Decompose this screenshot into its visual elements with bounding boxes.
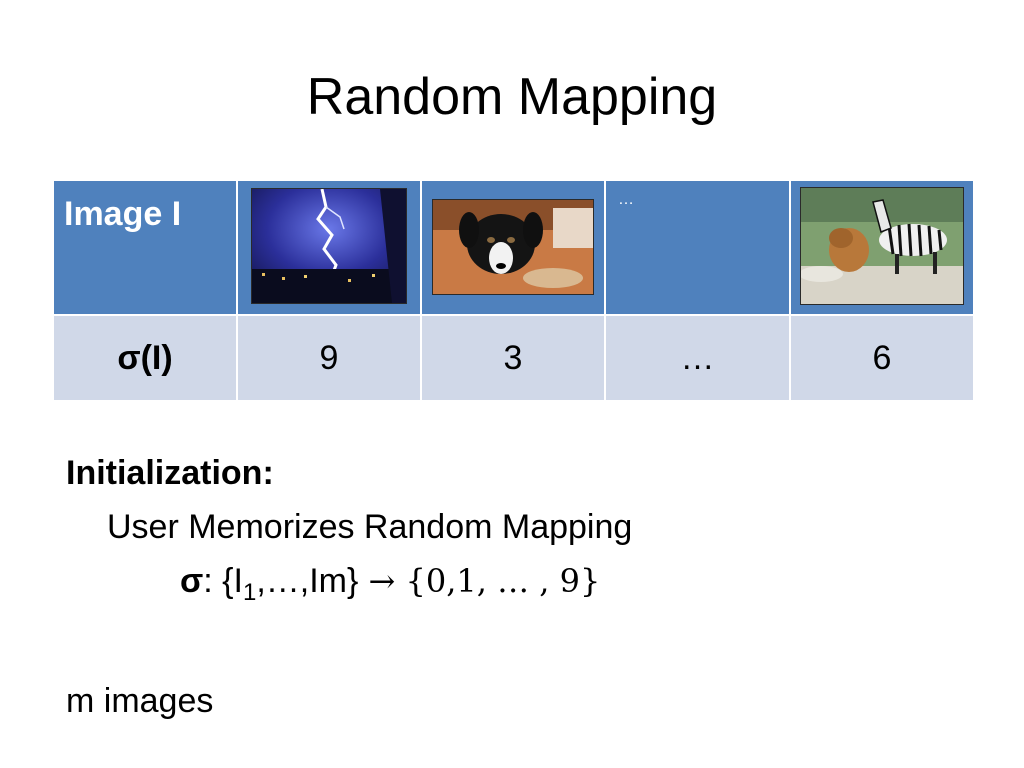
value-cell-label: σ(I) (52, 314, 238, 402)
header-cell-image-3 (789, 179, 975, 316)
dog-image (432, 199, 594, 295)
slide-title: Random Mapping (306, 68, 718, 126)
value-cell-3: … (604, 314, 791, 402)
footer-text: m images (66, 681, 214, 720)
formula-subscript: 1 (242, 578, 257, 606)
header-cell-label: Image I (52, 179, 238, 316)
mapping-formula: σ: {I1,…,Im} → {0,1, … , 9} (66, 554, 632, 620)
value-cell-1: 9 (236, 314, 422, 402)
table-header-row: Image I (52, 179, 975, 316)
formula-arrow: → (358, 562, 406, 600)
header-cell-ellipsis: … (604, 179, 791, 316)
table-value-row: σ(I) 9 3 … 6 (52, 314, 975, 402)
row-label: σ(I) (117, 338, 173, 377)
zebra-lion-image (800, 187, 964, 305)
init-heading: Initialization: (66, 454, 274, 492)
formula-set-left-rest: ,…,Im} (256, 562, 359, 600)
header-cell-image-2 (420, 179, 606, 316)
header-cell-image-1 (236, 179, 422, 316)
header-label: Image I (64, 195, 182, 233)
formula-set-right: {0,1, … , 9} (405, 562, 601, 600)
value-cell-2: 3 (420, 314, 606, 402)
body-text: Initialization: User Memorizes Random Ma… (66, 446, 632, 728)
sigma-symbol: σ (180, 562, 204, 600)
mapping-table: Image I (52, 179, 975, 402)
init-line: User Memorizes Random Mapping (107, 508, 633, 546)
header-ellipsis: … (618, 191, 634, 208)
formula-set-left: {I (222, 562, 243, 600)
lightning-image (251, 188, 407, 304)
spacer (66, 620, 632, 674)
value-cell-4: 6 (789, 314, 975, 402)
formula-colon: : (203, 562, 223, 600)
